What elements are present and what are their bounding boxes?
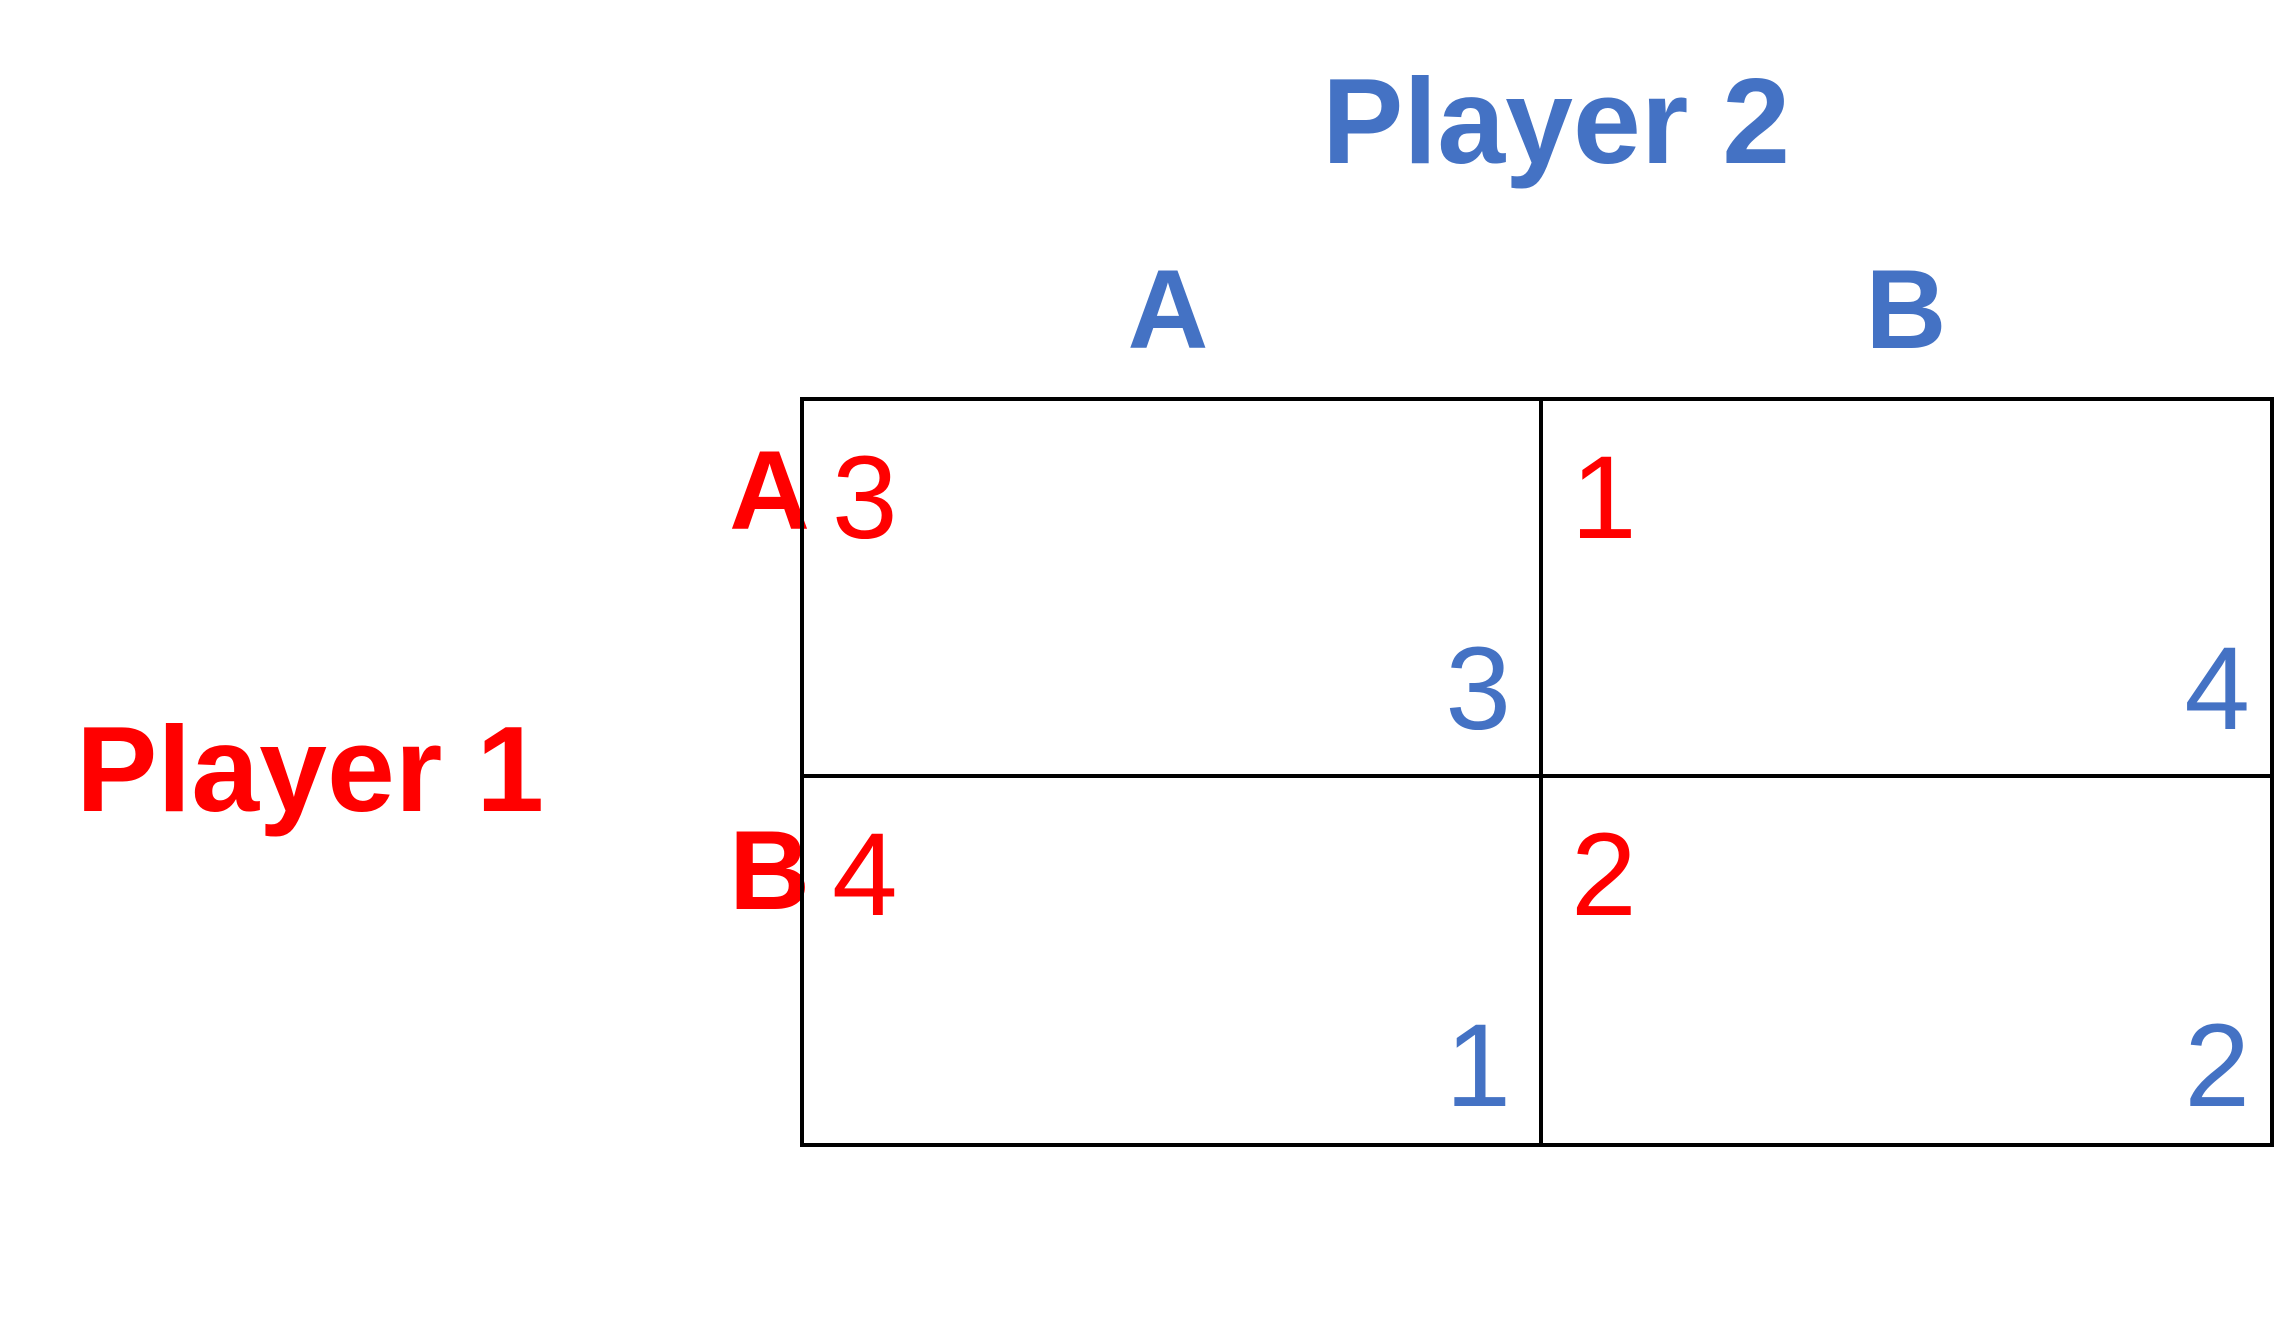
cell-a-b: 1 4 (1543, 401, 2277, 774)
payoff-player1: 2 (1571, 809, 1637, 941)
row-label-b: B (729, 808, 810, 933)
payoff-player1: 4 (832, 809, 898, 941)
cell-a-a: 3 3 (804, 401, 1539, 774)
payoff-player2: 3 (1445, 623, 1511, 755)
matrix-vertical-divider (1539, 401, 1543, 1143)
matrix-horizontal-divider (804, 774, 2270, 778)
payoff-player2: 1 (1445, 1000, 1511, 1132)
row-label-a: A (729, 428, 810, 553)
cell-b-b: 2 2 (1543, 778, 2277, 1151)
cell-b-a: 4 1 (804, 778, 1539, 1151)
payoff-player2: 2 (2184, 1000, 2250, 1132)
payoff-player1: 3 (832, 432, 898, 564)
player2-title: Player 2 (1322, 53, 1791, 189)
payoff-player2: 4 (2184, 623, 2250, 755)
payoff-player1: 1 (1571, 432, 1637, 564)
column-label-a: A (1127, 247, 1209, 372)
payoff-matrix: 3 3 1 4 4 1 2 2 (800, 397, 2274, 1147)
column-label-b: B (1865, 247, 1947, 372)
player1-title: Player 1 (76, 701, 545, 837)
